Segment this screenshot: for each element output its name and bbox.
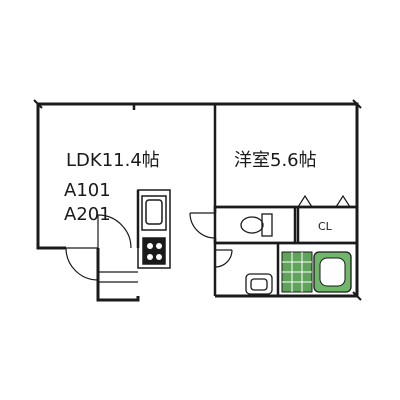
- room-label-western: 洋室5.6帖: [234, 150, 317, 171]
- door-swings: [65, 212, 233, 281]
- wall-corner-marks: [33, 99, 362, 301]
- bathroom: [281, 251, 352, 293]
- entrance-step: [98, 271, 138, 283]
- kitchen-counter: [137, 189, 171, 269]
- closet-door-marks: [297, 194, 351, 208]
- unit-label-a201: A201: [64, 204, 111, 225]
- unit-label-a101: A101: [64, 180, 111, 201]
- room-label-closet: CL: [318, 220, 333, 233]
- wash-basin-icon: [245, 273, 273, 295]
- toilet-icon: [240, 213, 273, 237]
- room-label-ldk: LDK11.4帖: [66, 150, 160, 171]
- exterior-walls: [36, 102, 359, 302]
